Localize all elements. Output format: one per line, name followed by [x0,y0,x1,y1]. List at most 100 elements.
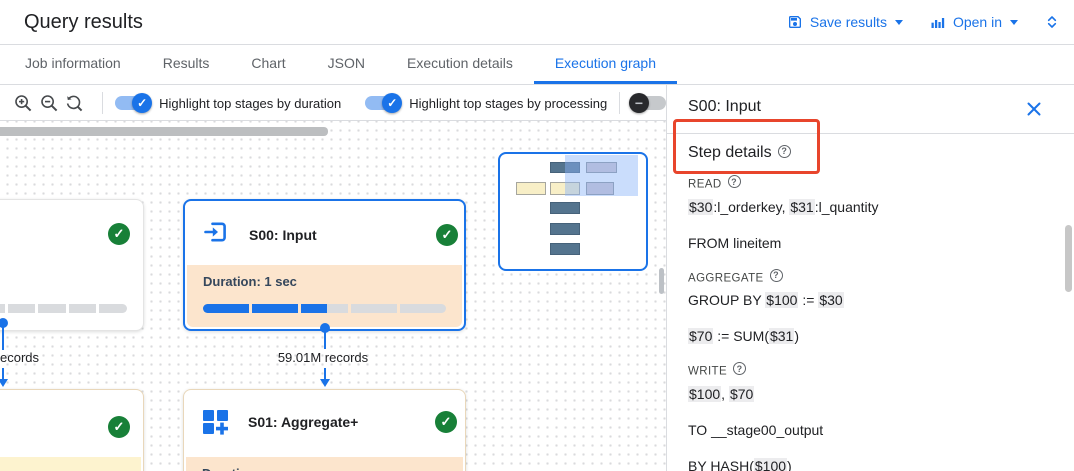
panel-section: READ? $30:l_orderkey, $31:l_quantity [688,175,1050,217]
highlight-processing-label: Highlight top stages by processing [409,95,608,111]
edge-source-dot [320,323,330,333]
tab-results[interactable]: Results [162,55,210,71]
graph-vertical-scrollbar-thumb[interactable] [659,268,664,294]
minimap-canvas [500,154,646,269]
minimap[interactable] [498,152,648,271]
stage-progress-bar [0,304,127,313]
progress-segment [7,304,36,313]
zoom-out-button[interactable] [39,90,58,116]
progress-segment [0,304,5,313]
edge-arrowhead [0,379,8,387]
panel-section: FROM lineitem [688,233,1050,253]
toggle-check-icon: ✓ [132,93,153,113]
minimap-stage-rect [550,202,580,214]
execution-graph-canvas[interactable]: ✓ S00: Input ✓ Duration: 1 sec 59.01M re… [0,121,666,471]
save-results-button[interactable]: Save results [787,14,903,30]
collapse-expand-button[interactable] [1044,13,1060,31]
help-icon[interactable]: ? [727,175,741,188]
help-icon[interactable]: ? [769,268,783,282]
toggle-minus-icon: − [629,93,649,113]
stage-title: S01: Aggregate+ [248,414,359,430]
highlight-processing-toggle[interactable]: ✓ [365,93,403,113]
panel-title: S00: Input [688,98,761,115]
zoom-in-button[interactable] [14,90,33,116]
stage-details-panel: S00: Input Step details? READ? $30:l_orde… [666,85,1074,471]
minimap-stage-rect [516,182,546,195]
progress-segment [203,304,250,313]
stage-duration-section: Duration: [186,457,463,471]
tab-execution-graph[interactable]: Execution graph [533,45,678,84]
minimap-stage-rect [550,223,580,235]
edge-records-label: 59.01M records [277,350,369,365]
close-icon[interactable] [1025,100,1043,118]
tab-json[interactable]: JSON [327,55,365,71]
stage-card-left-top[interactable]: ✓ [0,199,144,331]
stage-duration-section: Duration: 1 sec [187,265,462,327]
panel-section-text: TO __stage00_output [688,421,824,438]
stage-card-s00[interactable]: S00: Input ✓ Duration: 1 sec [183,199,466,331]
stage-title: S00: Input [249,227,317,243]
open-in-label: Open in [952,14,1002,30]
help-icon[interactable]: ? [777,144,791,158]
panel-section-label: READ? [688,175,1050,193]
minimap-stage-rect [550,182,580,195]
progress-segment [252,304,299,313]
progress-segment [350,304,397,313]
panel-section-label: AGGREGATE? [688,268,1050,287]
dropdown-caret-icon [894,19,903,25]
tab-job-information[interactable]: Job information [25,55,121,71]
panel-section: BY HASH($100) [688,456,1050,471]
panel-section: $70 := SUM($31) [688,326,1050,346]
graph-toolbar: ✓ Highlight top stages by duration ✓ Hig… [0,86,666,121]
stage-completed-icon: ✓ [108,416,130,438]
stage-card-left-bottom[interactable]: ✓ [0,389,144,471]
edge-line [2,368,4,380]
stage-completed-icon: ✓ [108,223,130,245]
panel-scrollbar-thumb[interactable] [1065,225,1072,292]
progress-fill [252,304,299,313]
panel-section-text: $70 := SUM($31) [688,328,800,344]
tab-execution-details[interactable]: Execution details [406,55,513,71]
open-in-button[interactable]: Open in [929,14,1018,30]
progress-fill [301,304,327,313]
panel-section: AGGREGATE?GROUP BY $100 := $30 [688,268,1050,311]
tab-chart[interactable]: Chart [251,55,286,71]
zoom-reset-button[interactable] [65,90,84,116]
progress-segment [38,304,66,313]
highlight-duration-toggle[interactable]: ✓ [115,93,153,113]
panel-section-text: $100, $70 [688,385,755,402]
horizontal-scrollbar-thumb[interactable] [0,127,328,136]
panel-section-text: BY HASH($100) [688,456,1050,471]
toggle-check-icon: ✓ [382,93,403,113]
step-details-label: Step details [688,144,772,161]
step-details-heading: Step details? [688,144,791,162]
stage-completed-icon: ✓ [436,224,458,246]
edge-source-dot [0,318,8,328]
minimap-viewport[interactable] [565,155,638,196]
stage-duration-label: Duration: 1 sec [203,274,297,289]
panel-section-text: FROM lineitem [688,234,782,251]
edge-line [2,327,4,350]
progress-segment [99,304,127,313]
header-actions: Save results Open in [787,0,1060,44]
help-icon[interactable]: ? [733,362,747,375]
progress-fill [203,304,250,313]
minimap-stage-rect [550,243,580,255]
stage-card-s01[interactable]: S01: Aggregate+ ✓ Duration: [183,389,466,471]
stage-duration-section [0,457,141,471]
panel-section-text: $30:l_orderkey, $31:l_quantity [688,198,879,215]
stage-completed-icon: ✓ [435,411,457,433]
minimap-stage-rect [586,182,614,195]
progress-segment [399,304,447,313]
panel-divider [667,133,1074,134]
edge-records-label-clipped: ecords [0,350,40,365]
stage-progress-bar [203,304,447,313]
progress-segment [68,304,97,313]
panel-section: TO __stage00_output [688,420,1050,440]
dark-toggle[interactable]: − [629,93,666,113]
progress-segment [301,304,348,313]
input-stage-icon [201,217,231,247]
tab-bar: Job information Results Chart JSON Execution… [0,45,1074,85]
